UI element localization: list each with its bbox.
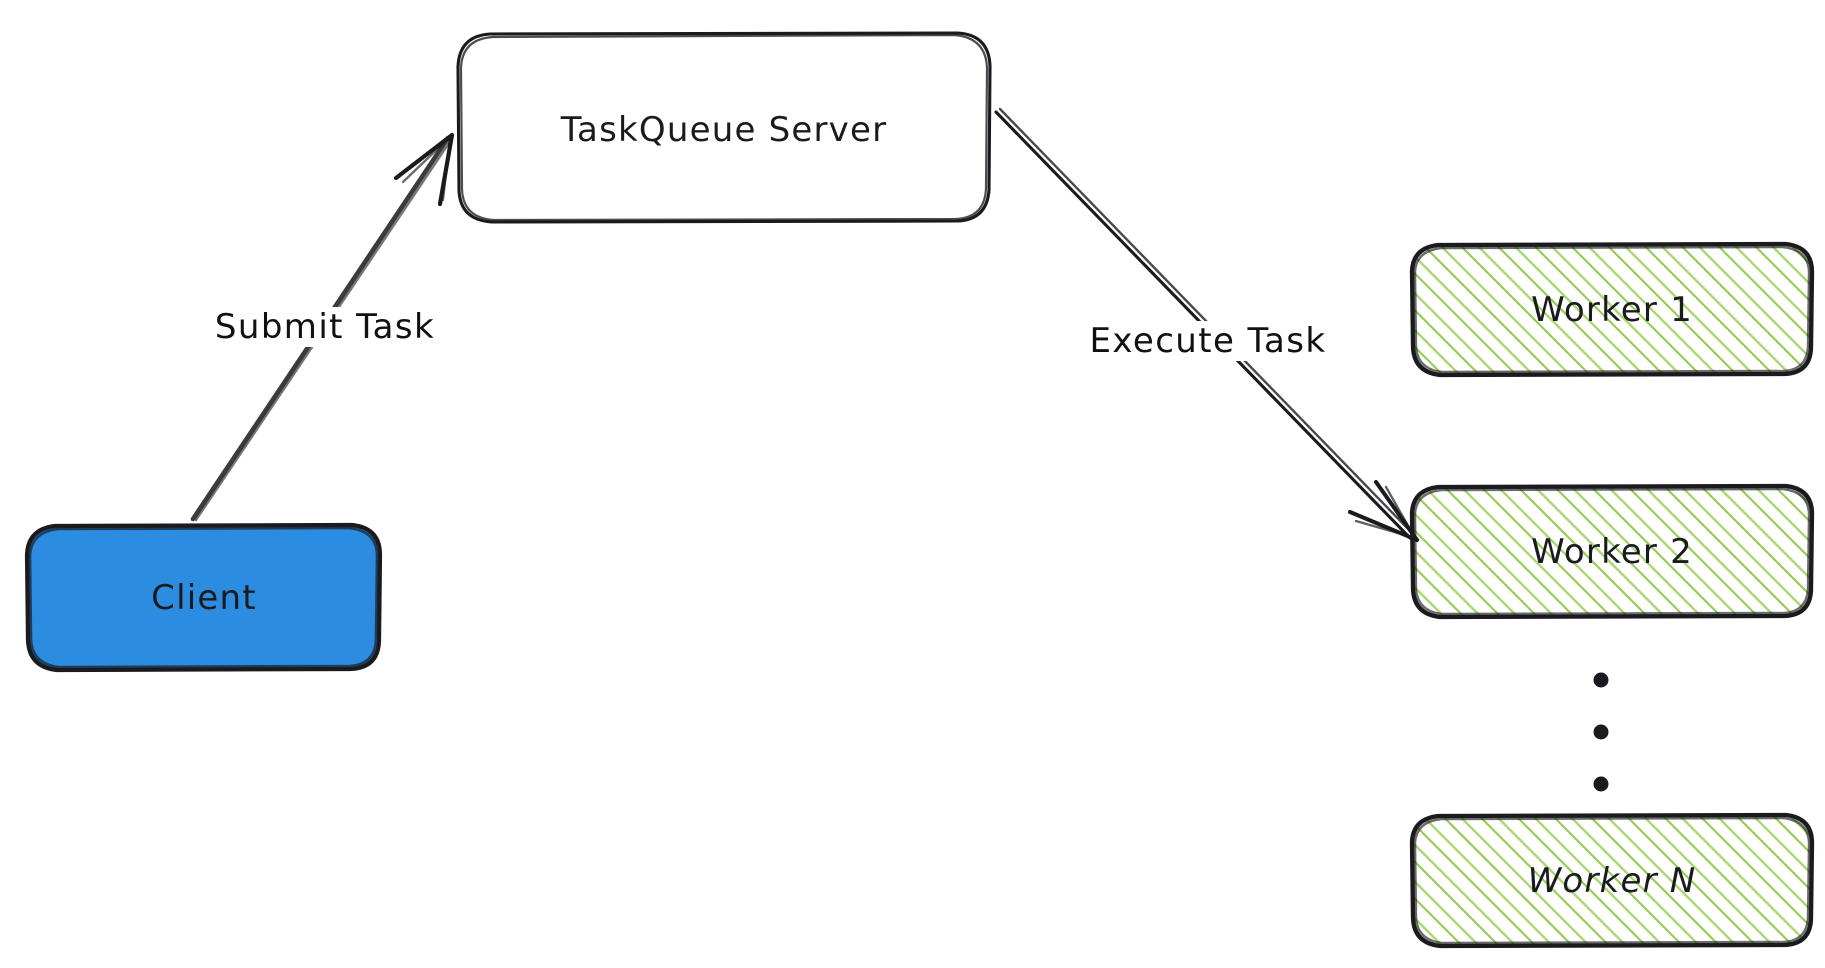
worker-n-shape	[1409, 812, 1815, 949]
node-taskqueue-server[interactable]	[456, 31, 992, 224]
worker-2-shape-second-pass	[1413, 487, 1811, 616]
worker-n-hachure	[1412, 815, 1812, 945]
ellipsis-dot-1	[1593, 672, 1609, 688]
submit-task-label: Submit Task	[210, 307, 440, 347]
submit-task-arrowhead-second-pass	[401, 135, 452, 202]
worker-1-shape-second-pass	[1413, 245, 1811, 374]
taskqueue-server-shape	[456, 31, 992, 224]
execute-task-arrowhead-second-pass	[1354, 485, 1417, 540]
ellipsis-dot-2	[1593, 724, 1609, 740]
node-worker-2[interactable]	[1404, 478, 1822, 626]
execute-task-label: Execute Task	[1085, 321, 1331, 361]
worker-n-shape-second-pass	[1413, 816, 1811, 945]
worker-ellipsis	[1593, 672, 1609, 792]
taskqueue-server-shape-second-pass	[459, 33, 989, 222]
node-client[interactable]	[24, 522, 383, 673]
ellipsis-dot-3	[1593, 776, 1609, 792]
node-worker-n[interactable]	[1404, 807, 1822, 955]
worker-2-shape	[1409, 483, 1815, 620]
worker-1-hachure	[1412, 244, 1812, 374]
node-worker-1[interactable]	[1404, 236, 1822, 384]
worker-1-shape	[1409, 241, 1815, 378]
client-shape	[24, 522, 383, 673]
client-shape-second-pass	[28, 526, 379, 669]
worker-2-hachure	[1412, 486, 1812, 616]
